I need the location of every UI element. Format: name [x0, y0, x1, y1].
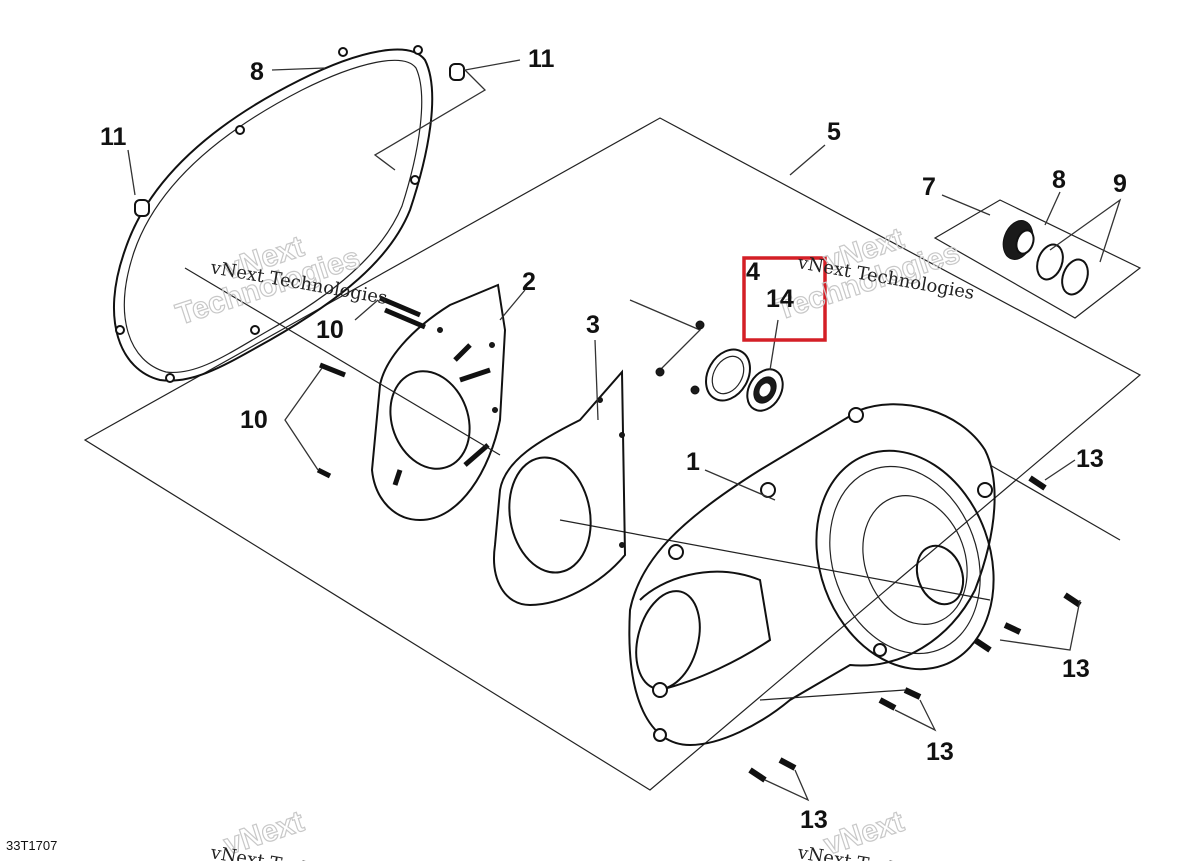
leader-11-top: [373, 59, 521, 171]
seal-kit-plane-outline: [933, 199, 1142, 319]
callout-14: 14: [766, 285, 794, 313]
callout-4: 4: [746, 258, 760, 286]
o-ring-part: [705, 348, 751, 402]
callout-11-left: 11: [100, 123, 127, 151]
seal-kit-parts: [1002, 220, 1089, 296]
leader-9: [1049, 198, 1122, 263]
callout-10-b: 10: [240, 406, 268, 434]
screws-10-lower: [316, 362, 346, 479]
leader-13-c: [894, 699, 937, 732]
callout-9: 9: [1113, 170, 1127, 198]
callout-5: 5: [827, 118, 841, 146]
crankcase-cover: [628, 403, 996, 747]
leader-8-left: [271, 67, 326, 71]
callout-10-a: 10: [316, 316, 344, 344]
leader-5: [789, 144, 826, 176]
gasket-part: [113, 45, 434, 383]
leader-10-a: [354, 299, 379, 321]
leader-11-left: [127, 149, 136, 196]
small-bolts: [655, 320, 705, 395]
leader-13-d: [764, 769, 810, 802]
leader-13-b: [999, 599, 1081, 651]
leader-13-a: [1044, 459, 1076, 481]
leader-4: [629, 299, 702, 371]
callout-13-b: 13: [1062, 655, 1090, 683]
leader-8-top: [1044, 191, 1061, 226]
callout-8-left: 8: [250, 58, 264, 86]
callout-13-d: 13: [800, 806, 828, 834]
bearing-part: [746, 368, 784, 412]
center-axis-right: [559, 519, 991, 601]
leader-1: [704, 469, 776, 501]
leader-14: [769, 319, 779, 371]
dowel-pin-left: [134, 199, 150, 217]
dowel-pin-top: [449, 63, 465, 81]
screws-10-upper: [379, 295, 426, 330]
callout-11-top: 11: [528, 45, 555, 73]
seal-plate: [493, 369, 627, 607]
leader-10-b: [284, 367, 323, 471]
callout-2: 2: [522, 268, 536, 296]
cover-bolts: [748, 475, 1082, 783]
leader-3: [594, 339, 599, 421]
bolt-axis-1: [989, 464, 1121, 541]
bolt-axis-2: [759, 689, 906, 701]
center-axis-left: [184, 267, 501, 456]
callout-7: 7: [922, 173, 936, 201]
callout-1: 1: [686, 448, 700, 476]
callout-8-top: 8: [1052, 166, 1066, 194]
highlight-box-14: [742, 256, 827, 342]
callout-13-a: 13: [1076, 445, 1104, 473]
leader-2: [499, 289, 526, 321]
leader-7: [941, 194, 991, 216]
air-guide-plate: [370, 283, 507, 522]
callout-13-c: 13: [926, 738, 954, 766]
watermark-text-4: vNext Technologies: [795, 842, 976, 861]
diagram-code: 33T1707: [6, 838, 57, 853]
callout-3: 3: [586, 311, 600, 339]
assembly-plane-outline: [83, 117, 1142, 791]
